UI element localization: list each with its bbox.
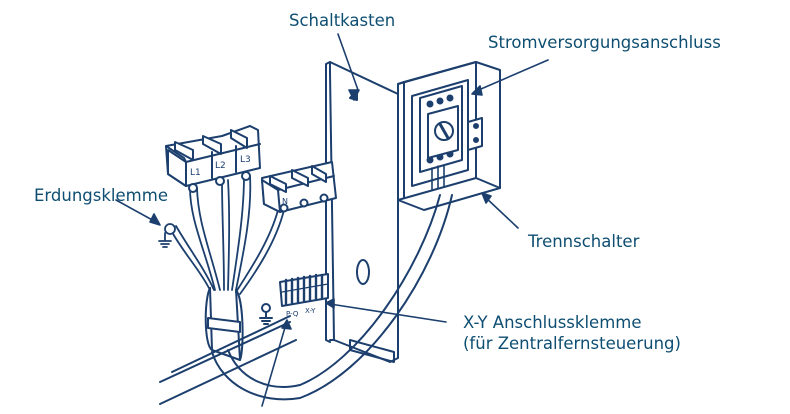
ground-symbol-icon — [259, 311, 273, 325]
main-cable — [204, 287, 244, 361]
label-zentralfernsteuerung: (für Zentralfernsteuerung) — [463, 334, 681, 353]
leader-lines — [115, 33, 549, 407]
terminal-mark-xy: X-Y — [305, 307, 316, 315]
label-erdungsklemme: Erdungsklemme — [34, 186, 168, 205]
terminal-mark-l1: L1 — [190, 168, 201, 178]
power-wires — [189, 175, 285, 295]
terminal-mark-pq: P-Q — [286, 310, 299, 318]
cable-grommet — [356, 259, 370, 285]
earth-wire — [158, 223, 215, 291]
terminal-mark-n: N — [282, 197, 288, 206]
earth-terminal-ring — [164, 223, 176, 235]
supply-cable — [211, 194, 453, 401]
power-supply-box — [397, 61, 501, 211]
label-schaltkasten: Schaltkasten — [289, 11, 396, 30]
label-trennschalter: Trennschalter — [528, 232, 640, 251]
ground-symbol-icon — [158, 232, 172, 248]
terminal-mark-l3: L3 — [240, 155, 251, 165]
label-xy-anschlussklemme: X-Y Anschlussklemme — [463, 313, 642, 332]
xy-terminal-strip: P-Q X-Y — [259, 273, 329, 325]
terminal-block-l123: L1 L2 L3 — [165, 125, 261, 193]
label-stromversorgungsanschluss: Stromversorgungsanschluss — [488, 33, 721, 52]
terminal-mark-l2: L2 — [215, 161, 226, 171]
terminal-block-n: N — [261, 161, 337, 213]
control-box-panel — [325, 61, 399, 363]
